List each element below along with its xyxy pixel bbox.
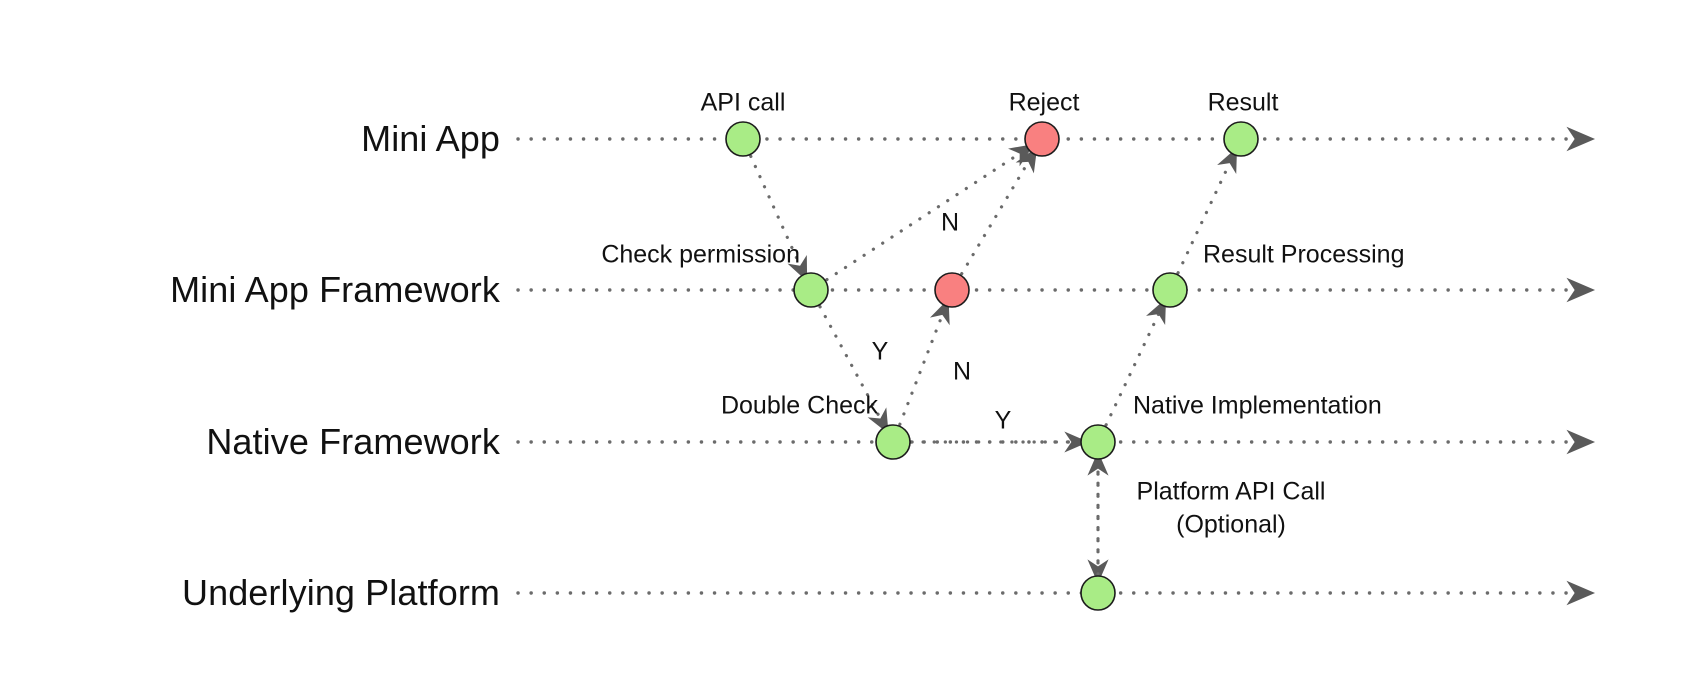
node-label-check-permission: Check permission: [601, 240, 800, 269]
node-result[interactable]: [1223, 121, 1259, 157]
edge-label-check-permission-to-reject-mini-app: N: [940, 208, 960, 237]
lane-label-underlying-platform: Underlying Platform: [181, 572, 500, 613]
edge-label-double-check-to-reject-framework: N: [952, 357, 972, 386]
node-label-result: Result: [1207, 88, 1279, 117]
edge-label-native-implementation-to-platform-api: Platform API Call (Optional): [1136, 477, 1326, 539]
edge-check-permission-to-double-check: [818, 305, 889, 434]
node-label-result-processing: Result Processing: [1203, 240, 1405, 269]
lane-label-native-framework: Native Framework: [206, 421, 500, 462]
lane-lines-group: [516, 126, 1596, 606]
node-label-api-call: API call: [700, 88, 786, 117]
edge-reject-framework-to-reject-mini-app: [960, 147, 1038, 276]
node-check-permission[interactable]: [793, 272, 829, 308]
edge-check-permission-to-reject-mini-app: [825, 144, 1035, 282]
edge-api-call-to-check-permission: [749, 154, 808, 282]
lane-label-mini-app: Mini App: [361, 118, 500, 159]
node-double-check[interactable]: [875, 424, 911, 460]
edge-result-processing-to-result: [1176, 147, 1238, 275]
edge-lines-group: [749, 144, 1238, 584]
node-reject-mini-app[interactable]: [1024, 121, 1060, 157]
node-circles-group: [725, 121, 1259, 611]
node-label-reject-mini-app: Reject: [1008, 88, 1080, 117]
edge-label-double-check-to-native-implementation: Y: [994, 406, 1012, 435]
node-api-call[interactable]: [725, 121, 761, 157]
node-native-implementation[interactable]: [1080, 424, 1116, 460]
node-label-double-check: Double Check: [720, 391, 878, 420]
node-reject-framework[interactable]: [934, 272, 970, 308]
node-label-native-implementation: Native Implementation: [1133, 391, 1382, 420]
node-result-processing[interactable]: [1152, 272, 1188, 308]
edge-double-check-to-reject-framework: [898, 298, 950, 426]
edge-label-check-permission-to-double-check: Y: [871, 337, 889, 366]
lane-label-mini-app-framework: Mini App Framework: [170, 269, 500, 310]
node-platform-api[interactable]: [1080, 575, 1116, 611]
